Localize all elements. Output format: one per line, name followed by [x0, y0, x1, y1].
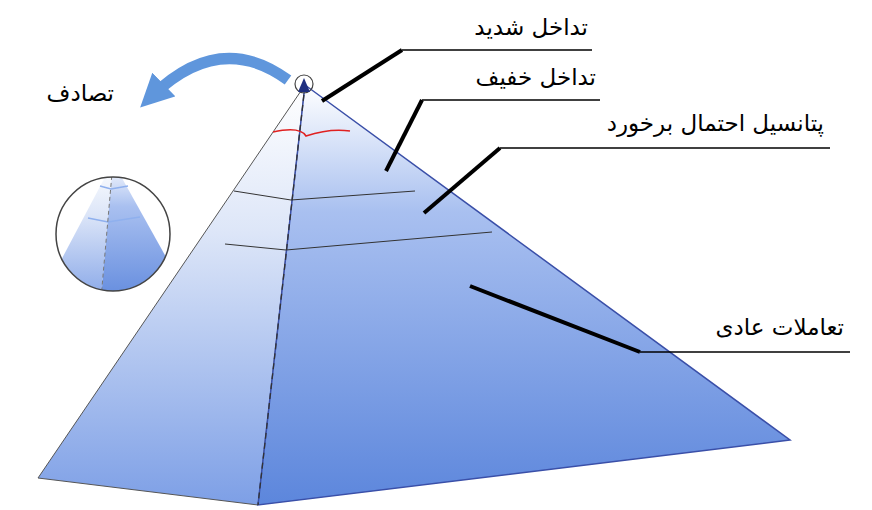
level-label: تداخل خفیف	[474, 64, 598, 92]
level-label: تداخل شدید	[472, 14, 590, 42]
zoom-arrow	[152, 58, 288, 96]
band-line	[225, 232, 492, 250]
inset-circle	[56, 177, 170, 291]
band-line	[234, 191, 415, 200]
apex-tip	[298, 78, 310, 92]
band-line-red	[273, 130, 350, 136]
hidden-edge	[258, 85, 305, 505]
inset-label: تصادف	[45, 80, 116, 108]
apex-circle	[295, 75, 313, 93]
leader-lines	[322, 50, 850, 352]
level-label: تعاملات عادی	[714, 314, 847, 342]
level-label: پتانسیل احتمال برخورد	[605, 110, 826, 138]
mini-pyramid	[40, 162, 190, 310]
